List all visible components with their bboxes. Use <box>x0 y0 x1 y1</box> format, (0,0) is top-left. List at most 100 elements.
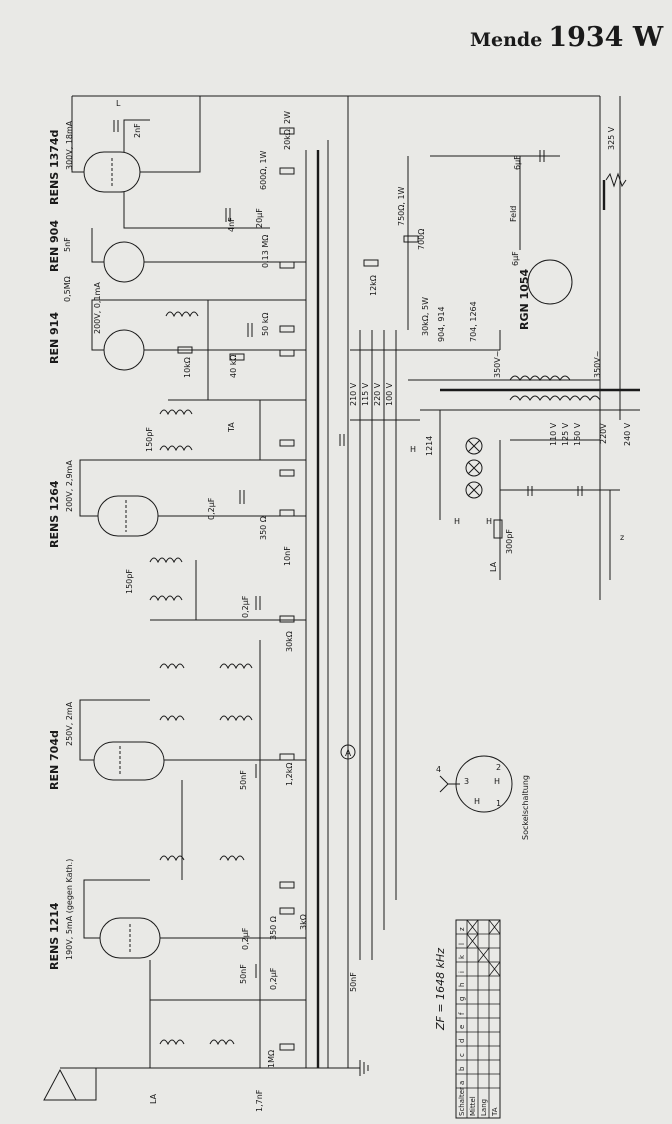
switch-mark <box>466 919 479 935</box>
switch-row-2: TA <box>491 1107 499 1117</box>
label-350v-a: 350V~ <box>493 351 502 378</box>
socket-pin-3: 3 <box>464 777 469 786</box>
tube-name-rgn1054: RGN 1054 <box>518 269 531 330</box>
switch-col-1: a <box>458 1081 466 1085</box>
label-la-b: LA <box>489 561 498 572</box>
switch-row-1: Lang <box>480 1099 488 1116</box>
switch-mark <box>488 961 501 977</box>
label-12k: 12kΩ <box>369 275 378 296</box>
label-20uf: 20µF <box>255 208 264 228</box>
switch-mark <box>466 933 479 949</box>
ammeter <box>340 744 356 760</box>
label-h-a: H <box>410 445 416 454</box>
tube-name-1374d: RENS 1374d <box>48 130 61 205</box>
label-50nf-a: 50nF <box>239 770 248 790</box>
switch-col-12: z <box>458 927 466 931</box>
model-number: 1934 W <box>548 22 664 53</box>
label-h-b: H <box>454 517 460 526</box>
label-700: 700Ω <box>417 229 426 250</box>
socket-pin-1: 1 <box>496 799 501 808</box>
label-02uf-d: 0,2µF <box>269 967 278 990</box>
tube-name-904: REN 904 <box>48 220 61 272</box>
label-6uf-b: 6µF <box>511 251 520 266</box>
switch-mark <box>477 947 490 963</box>
tube-labels: RENS 1374d 300V, 18mA REN 904 REN 914 20… <box>48 120 531 970</box>
label-150pf-a: 150pF <box>145 427 154 452</box>
label-50nf-b: 50nF <box>239 964 248 984</box>
label-115v: 115 V <box>361 382 370 406</box>
label-30k: 30kΩ, 5W <box>421 297 430 336</box>
label-3k: 3kΩ <box>299 914 308 930</box>
label-50nf-c: 50nF <box>349 972 358 992</box>
label-t150: 150 V <box>573 422 582 446</box>
label-100v: 100 V <box>385 382 394 406</box>
tube-name-1214: RENS 1214 <box>48 902 61 970</box>
tube-ren704d <box>93 741 165 781</box>
bus-lines <box>60 95 621 1076</box>
tube-rgn1054 <box>527 259 573 305</box>
label-t110: 110 V <box>549 422 558 446</box>
label-350v-b: 350V~ <box>593 351 602 378</box>
tube-rating-914: 200V, 0,1mA <box>93 282 102 334</box>
switch-col-6: f <box>458 1012 466 1015</box>
wiring <box>43 96 640 1101</box>
tube-ren914 <box>103 329 145 371</box>
label-30k2: 30kΩ <box>285 631 294 652</box>
label-t220: 220V <box>599 423 608 444</box>
label-h904: 904, 914 <box>437 306 446 342</box>
label-02uf-c: 0,2µF <box>241 927 250 950</box>
label-210v: 210 V <box>349 382 358 406</box>
socket-caption: Sockelschaltung <box>521 775 530 840</box>
label-12k2: 1,2kΩ <box>285 763 294 786</box>
label-02uf-b: 0,2µF <box>241 595 250 618</box>
switch-col-7: g <box>458 997 466 1001</box>
label-ta: TA <box>227 422 236 433</box>
component-labels: L 325 V 6µF Feld 6µF 2nF 20kΩ, 2W 600Ω, … <box>63 99 632 1112</box>
socket-pin-h2: H <box>474 797 480 806</box>
label-300pf: 300pF <box>505 529 514 554</box>
components <box>113 120 583 1051</box>
switch-col-0: Schalter <box>458 1087 466 1116</box>
label-h1214: 1214 <box>425 436 434 456</box>
label-1m: 1MΩ <box>267 1050 276 1068</box>
label-10k: 10kΩ <box>183 357 192 378</box>
label-10nf: 10nF <box>283 546 292 566</box>
label-speaker: L <box>116 99 121 108</box>
label-325v: 325 V <box>607 126 616 150</box>
label-t240: 240 V <box>623 422 632 446</box>
label-750: 750Ω, 1W <box>397 186 406 226</box>
switch-col-11: l <box>458 943 466 945</box>
socket-pin-2: 2 <box>496 763 501 772</box>
socket-pin-4: 4 <box>436 765 441 774</box>
coils <box>149 172 640 1046</box>
label-013m: 0,13 MΩ <box>261 235 270 268</box>
switch-col-10: k <box>458 954 466 959</box>
label-17nf: 1,7nF <box>255 1089 264 1112</box>
label-150pf-b: 150pF <box>125 569 134 594</box>
tube-name-1264: RENS 1264 <box>48 480 61 548</box>
label-350-b: 350 Ω <box>269 916 278 940</box>
switch-mark <box>488 919 501 935</box>
label-40k: 40 kΩ <box>229 355 238 378</box>
label-feld: Feld <box>509 206 518 222</box>
tube-ren904 <box>103 241 145 283</box>
zf-caption: ZF = 1648 kHz <box>434 948 447 1031</box>
tube-rens1264 <box>97 495 159 537</box>
switch-col-3: c <box>458 1053 466 1057</box>
label-2nf: 2nF <box>133 123 142 138</box>
tube-name-704d: REN 704d <box>48 730 61 790</box>
label-la-a: LA <box>149 1093 158 1104</box>
label-h-c: H <box>486 517 492 526</box>
switch-row-0: Mittel <box>469 1096 477 1116</box>
label-z: z <box>620 533 624 542</box>
socket-diagram: 4 3 2 H H 1 Sockelschaltung <box>436 755 530 840</box>
label-t125: 125 V <box>561 422 570 446</box>
label-h704: 704, 1264 <box>469 301 478 342</box>
pilot-lamps <box>465 437 483 499</box>
switch-col-2: b <box>458 1066 466 1071</box>
label-02uf-a: 0,2µF <box>207 497 216 520</box>
